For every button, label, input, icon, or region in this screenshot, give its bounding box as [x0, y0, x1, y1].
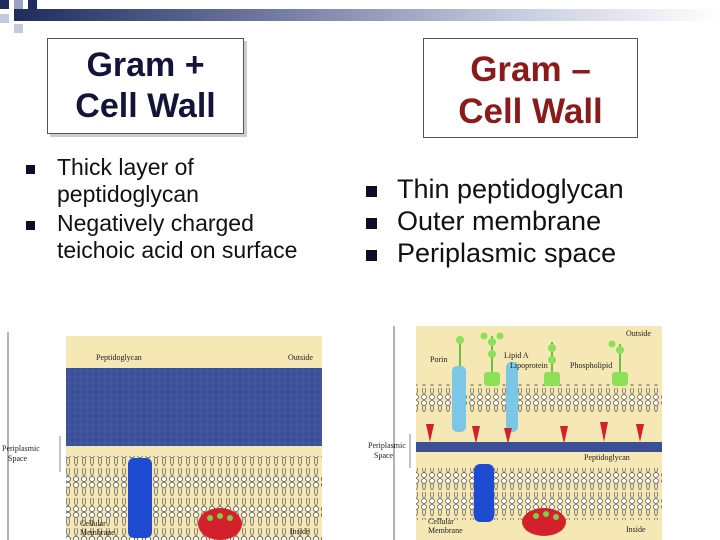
- list-item: Outer membrane: [366, 206, 706, 238]
- gram-positive-title-line2: Cell Wall: [48, 86, 243, 127]
- label-porin: Porin: [430, 356, 447, 364]
- label-phospholipid: Phospholipid: [570, 362, 612, 370]
- bullet-text: Thin peptidoglycan: [397, 174, 624, 204]
- label-peptidoglycan: Peptidoglycan: [96, 354, 142, 362]
- corner-square-5: [14, 24, 23, 33]
- corner-square-1: [0, 0, 9, 9]
- bullet-text: Periplasmic space: [397, 238, 616, 268]
- gram-positive-list: Thick layer of peptidoglycan Negatively …: [26, 154, 326, 266]
- gram-negative-title: Gram – Cell Wall: [423, 38, 638, 138]
- label-membrane: Membrane: [80, 529, 115, 537]
- label-space: Space: [8, 455, 27, 463]
- list-item: Thin peptidoglycan: [366, 174, 706, 206]
- square-bullet-icon: [26, 165, 35, 174]
- square-bullet-icon: [26, 221, 35, 230]
- label-cellular: Cellular: [428, 518, 454, 526]
- label-membrane: Membrane: [428, 527, 463, 535]
- porin-protein: [452, 366, 466, 432]
- label-peptidoglycan: Peptidoglycan: [584, 454, 630, 462]
- label-outside: Outside: [626, 330, 651, 338]
- square-bullet-icon: [366, 250, 377, 261]
- label-lipoprotein: Lipoprotein: [510, 362, 548, 370]
- gram-negative-title-line1: Gram –: [424, 39, 637, 91]
- title-gradient-bar: [14, 9, 720, 21]
- corner-square-4: [0, 14, 9, 23]
- label-periplasmic: Periplasmic: [2, 445, 40, 453]
- membrane-protein-blue: [128, 458, 152, 538]
- peptidoglycan-layer: [66, 368, 322, 446]
- label-space: Space: [374, 452, 393, 460]
- label-periplasmic: Periplasmic: [368, 442, 406, 450]
- list-item: Periplasmic space: [366, 238, 706, 270]
- label-cellular: Cellular: [80, 520, 106, 528]
- label-outside: Outside: [288, 354, 313, 362]
- membrane-protein-red: [198, 508, 242, 540]
- membrane-protein-blue: [474, 464, 494, 522]
- square-bullet-icon: [366, 218, 377, 229]
- gram-negative-list: Thin peptidoglycan Outer membrane Peripl…: [366, 174, 706, 270]
- porin-protein-2: [506, 362, 518, 432]
- square-bullet-icon: [366, 186, 377, 197]
- bullet-text: Outer membrane: [397, 206, 601, 236]
- bullet-text: Thick layer of peptidoglycan: [57, 154, 199, 207]
- gram-negative-title-line2: Cell Wall: [424, 91, 637, 133]
- label-inside: Inside: [290, 528, 310, 536]
- label-inside: Inside: [626, 526, 646, 534]
- gram-positive-title-line1: Gram +: [48, 39, 243, 86]
- list-item: Thick layer of peptidoglycan: [26, 154, 326, 208]
- gram-positive-title: Gram + Cell Wall: [47, 38, 244, 134]
- gram-positive-diagram: Peptidoglycan Outside Periplasmic Space …: [0, 332, 326, 540]
- label-lipid-a: Lipid A: [504, 352, 529, 360]
- bullet-text: Negatively charged teichoic acid on surf…: [57, 210, 297, 263]
- gram-positive-diagram-svg: [0, 332, 326, 540]
- corner-square-3: [28, 0, 37, 9]
- list-item: Negatively charged teichoic acid on surf…: [26, 210, 326, 264]
- peptidoglycan-layer: [416, 442, 662, 452]
- corner-square-2: [14, 0, 23, 9]
- gram-negative-diagram: Outside Porin Lipid A Lipoprotein Phosph…: [364, 322, 664, 540]
